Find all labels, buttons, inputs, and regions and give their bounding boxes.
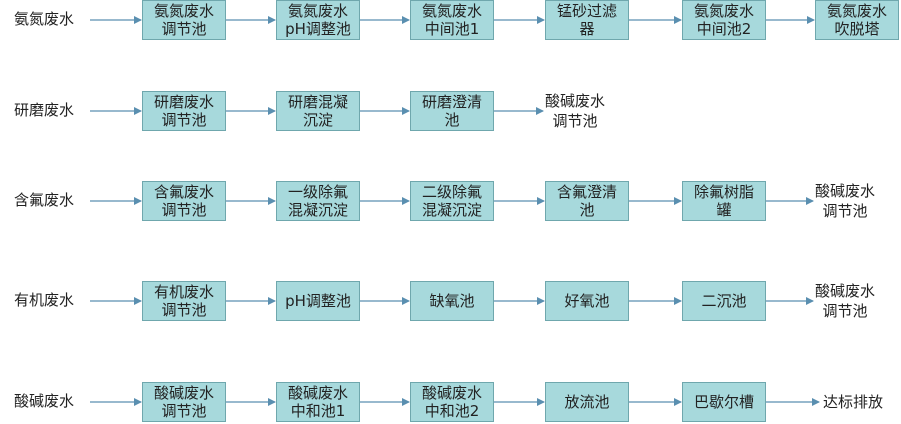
end-destination-text: 调节池 xyxy=(822,302,868,320)
process-box-text: 放流池 xyxy=(564,393,610,411)
end-destination-text: 调节池 xyxy=(552,112,598,130)
process-box: 含氟澄清池 xyxy=(545,181,629,221)
process-box: 二级除氟混凝沉淀 xyxy=(410,181,494,221)
process-box-text: 调节池 xyxy=(161,111,207,129)
process-box: 好氧池 xyxy=(545,281,629,321)
process-box: pH调整池 xyxy=(276,281,360,321)
process-box-text: 混凝沉淀 xyxy=(421,201,482,219)
process-box-text: 罐 xyxy=(716,201,732,219)
process-box: 含氟废水调节池 xyxy=(142,181,226,221)
process-box-text: 池 xyxy=(579,201,595,219)
process-box-text: 酸碱废水 xyxy=(287,384,348,402)
process-box-text: 中和池1 xyxy=(290,402,346,420)
process-box-text: 器 xyxy=(579,20,595,38)
process-box-text: 中间池1 xyxy=(424,20,480,38)
process-box-text: 沉淀 xyxy=(302,111,333,129)
process-box-text: 吹脱塔 xyxy=(834,20,880,38)
process-box: 有机废水调节池 xyxy=(142,281,226,321)
process-box-text: 巴歇尔槽 xyxy=(693,393,754,411)
process-box: 酸碱废水中和池1 xyxy=(276,382,360,422)
process-box: 氨氮废水中间池2 xyxy=(682,0,766,40)
process-box-text: 氨氮废水 xyxy=(287,2,348,20)
process-box-text: 二沉池 xyxy=(701,292,747,310)
process-box-text: 研磨澄清 xyxy=(421,93,482,111)
process-box: 锰砂过滤器 xyxy=(545,0,629,40)
process-box-text: 氨氮废水 xyxy=(421,2,482,20)
process-box-text: 调节池 xyxy=(161,301,207,319)
process-box: 酸碱废水中和池2 xyxy=(410,382,494,422)
process-box-text: 酸碱废水 xyxy=(153,384,214,402)
process-box-text: 中间池2 xyxy=(696,20,752,38)
end-destination-label: 酸碱废水调节池 xyxy=(815,281,875,321)
process-box-text: 含氟废水 xyxy=(153,183,214,201)
process-box-text: 好氧池 xyxy=(564,292,610,310)
source-label: 有机废水 xyxy=(14,291,75,309)
end-destination-text: 酸碱废水 xyxy=(815,282,876,300)
source-label: 氨氮废水 xyxy=(14,10,75,28)
process-box-text: 一级除氟 xyxy=(287,183,348,201)
process-box-text: 氨氮废水 xyxy=(826,2,887,20)
process-box-text: 池 xyxy=(444,111,460,129)
process-box-text: 混凝沉淀 xyxy=(287,201,348,219)
process-box-text: 中和池2 xyxy=(424,402,480,420)
end-destination-label: 达标排放 xyxy=(823,392,883,412)
process-box: 除氟树脂罐 xyxy=(682,181,766,221)
process-box: 氨氮废水吹脱塔 xyxy=(815,0,899,40)
process-box-text: 调节池 xyxy=(161,402,207,420)
process-box: 放流池 xyxy=(545,382,629,422)
process-box-text: 锰砂过滤 xyxy=(556,2,617,20)
process-box: 研磨废水调节池 xyxy=(142,91,226,131)
process-box-text: 酸碱废水 xyxy=(421,384,482,402)
process-box-text: 除氟树脂 xyxy=(693,183,754,201)
process-box: 研磨混凝沉淀 xyxy=(276,91,360,131)
process-box-text: 调节池 xyxy=(161,201,207,219)
process-box-text: 调节池 xyxy=(161,20,207,38)
process-box: 缺氧池 xyxy=(410,281,494,321)
source-label: 研磨废水 xyxy=(14,101,75,119)
end-destination-label: 酸碱废水调节池 xyxy=(815,181,875,221)
process-box-text: 二级除氟 xyxy=(421,183,482,201)
process-box-text: 有机废水 xyxy=(153,283,214,301)
process-box: 一级除氟混凝沉淀 xyxy=(276,181,360,221)
process-box: 氨氮废水中间池1 xyxy=(410,0,494,40)
process-box: 巴歇尔槽 xyxy=(682,382,766,422)
process-box-text: 氨氮废水 xyxy=(153,2,214,20)
process-box: 二沉池 xyxy=(682,281,766,321)
process-box-text: pH调整池 xyxy=(285,20,351,38)
end-destination-text: 调节池 xyxy=(822,202,868,220)
end-destination-label: 酸碱废水调节池 xyxy=(545,91,605,131)
process-box: 研磨澄清池 xyxy=(410,91,494,131)
end-destination-text: 酸碱废水 xyxy=(815,182,876,200)
process-box-text: 研磨废水 xyxy=(153,93,214,111)
source-label: 含氟废水 xyxy=(14,191,75,209)
process-box-text: 含氟澄清 xyxy=(556,183,617,201)
process-box: 氨氮废水调节池 xyxy=(142,0,226,40)
source-label: 酸碱废水 xyxy=(14,392,75,410)
process-box-text: pH调整池 xyxy=(285,292,351,310)
process-box-text: 氨氮废水 xyxy=(693,2,754,20)
process-box-text: 研磨混凝 xyxy=(287,93,348,111)
end-destination-text: 达标排放 xyxy=(823,393,884,411)
end-destination-text: 酸碱废水 xyxy=(545,92,606,110)
process-box: 酸碱废水调节池 xyxy=(142,382,226,422)
process-box-text: 缺氧池 xyxy=(429,292,475,310)
